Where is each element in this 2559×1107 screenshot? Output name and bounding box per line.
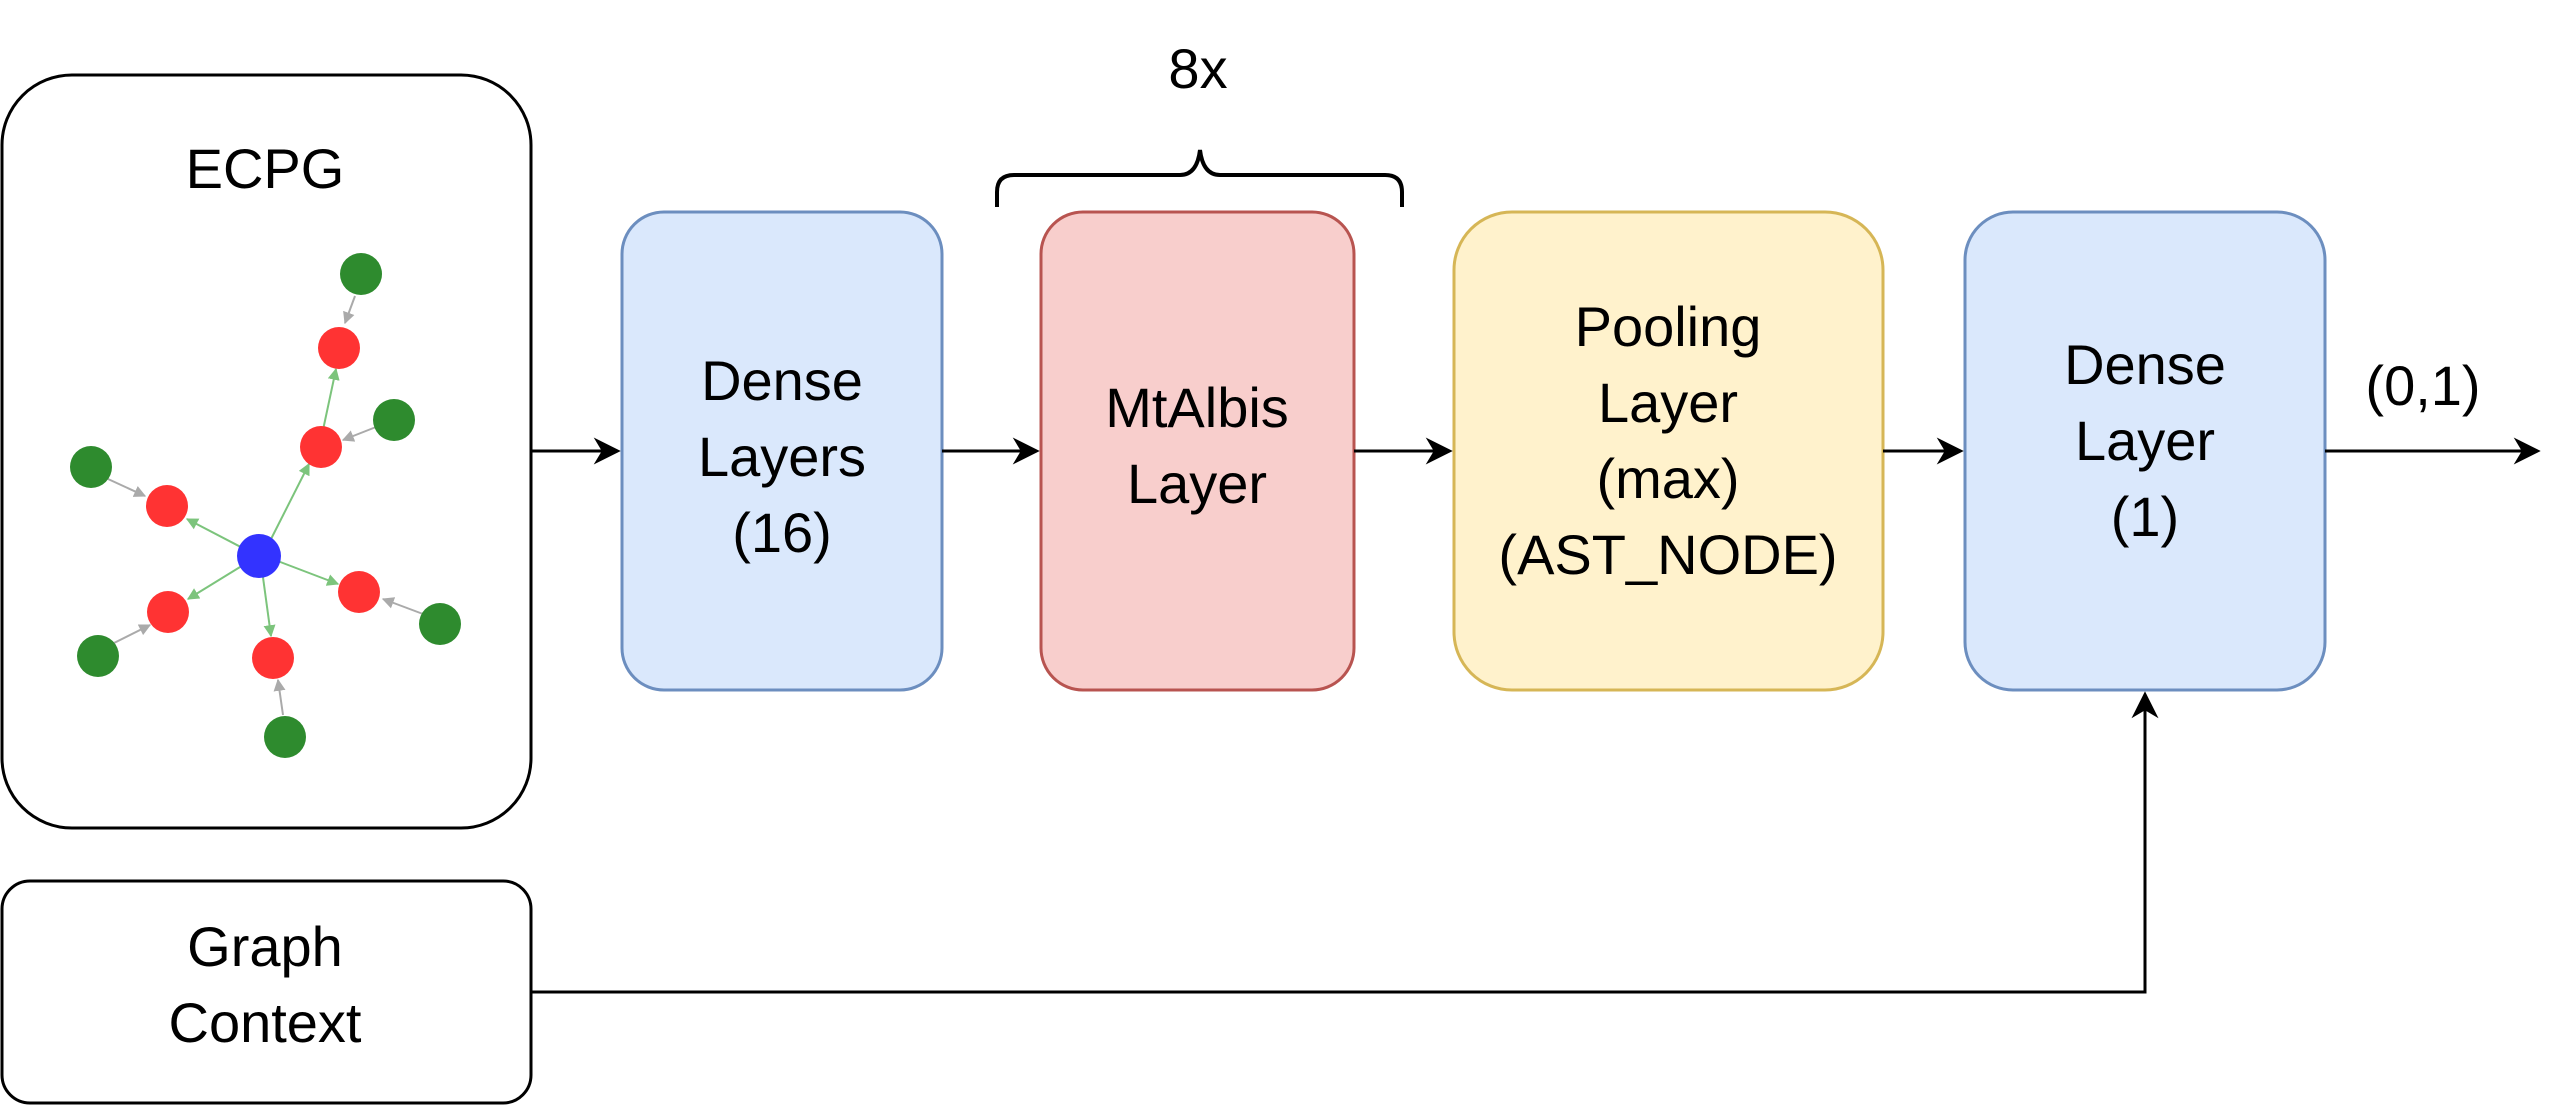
graph-edge [381,597,424,615]
arrow-context-to-dense1 [531,691,2159,994]
block-mtalbis: MtAlbis Layer [1039,210,1356,692]
graph-inner-node [318,327,360,369]
block-mtalbis-shape [1039,210,1356,692]
graph-context-box: Graph Context [0,879,533,1105]
graph-root-node [237,534,281,578]
graph-edge [343,295,356,325]
graph-leaf-node [264,716,306,758]
graph-inner-node [252,637,294,679]
graph-leaf-node [340,253,382,295]
graph-edge [261,569,276,638]
graph-leaf-node [70,446,112,488]
graph-leaf-node [77,635,119,677]
graph-edge [273,678,286,716]
block-mtalbis-line-2: Layer [1127,452,1267,515]
ecpg-graph [70,253,461,758]
graph-edge [341,426,377,442]
block-pooling-line-4: (AST_NODE) [1498,523,1837,586]
block-pooling-line-2: Layer [1598,371,1738,434]
block-dense-1-line-1: Dense [2064,333,2226,396]
graph-edge [274,559,340,586]
graph-context-line-1: Graph [187,915,343,978]
block-dense-1-line-3: (1) [2111,485,2179,548]
graph-leaf-node [419,603,461,645]
block-dense-16: Dense Layers (16) [620,210,944,692]
block-dense-1-line-2: Layer [2075,409,2215,472]
block-dense-16-line-2: Layers [698,425,866,488]
graph-edge [107,624,152,647]
block-dense-16-line-1: Dense [701,349,863,412]
graph-leaf-node [373,399,415,441]
block-dense-1: Dense Layer (1) [1963,210,2327,692]
graph-inner-node [300,426,342,468]
block-pooling-line-3: (max) [1596,447,1739,510]
block-pooling-line-1: Pooling [1575,295,1762,358]
graph-edge [322,367,340,431]
graph-inner-node [147,591,189,633]
graph-context-line-2: Context [169,991,362,1054]
ecpg-title: ECPG [186,137,345,200]
block-dense-16-line-3: (16) [732,501,832,564]
repeat-label: 8x [1168,37,1227,100]
output-label: (0,1) [2365,354,2480,417]
graph-inner-node [338,571,380,613]
graph-edge [107,478,147,497]
repeat-brace: 8x [995,37,1404,207]
graph-edge [267,462,310,546]
graph-inner-node [146,485,188,527]
block-pooling: Pooling Layer (max) (AST_NODE) [1452,210,1885,692]
block-mtalbis-line-1: MtAlbis [1105,376,1289,439]
